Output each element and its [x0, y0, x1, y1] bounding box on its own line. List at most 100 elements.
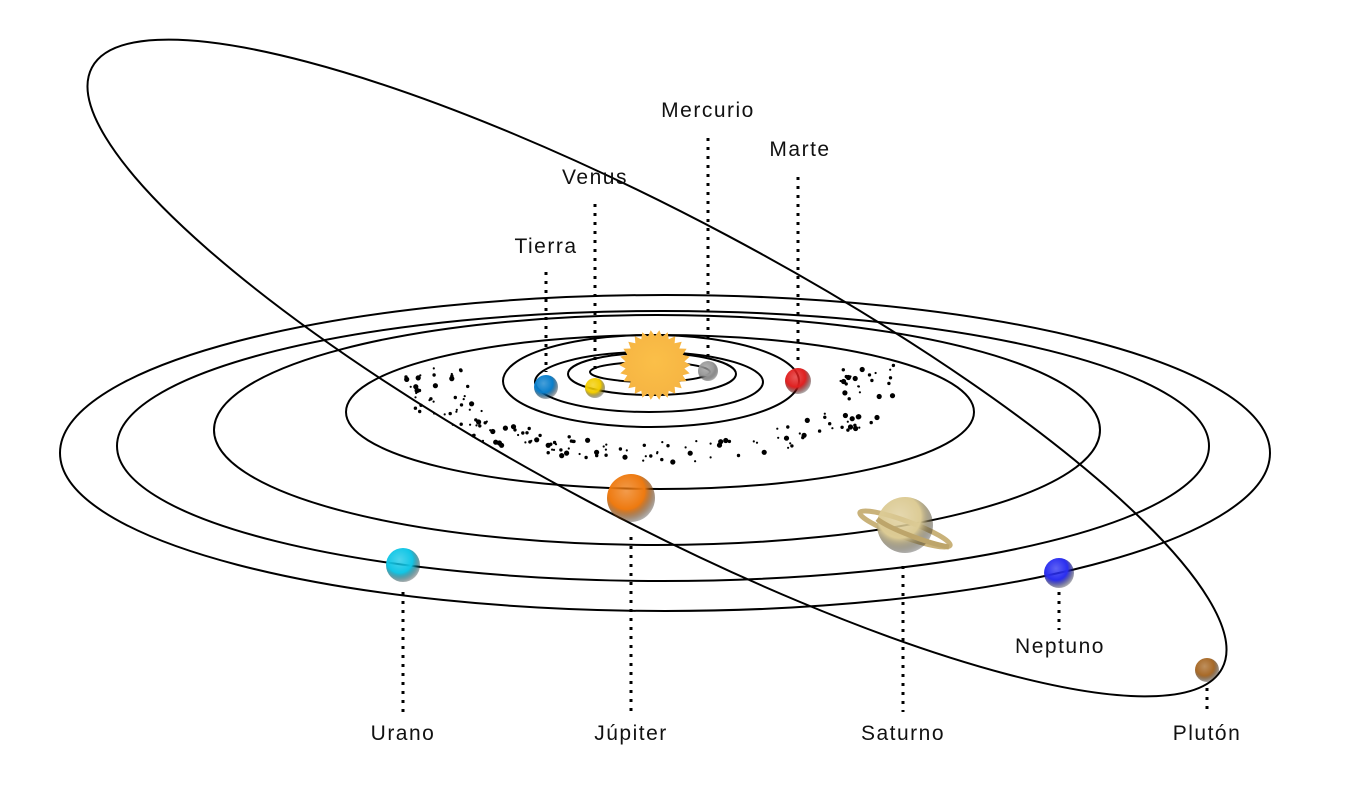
urano-body: [386, 548, 420, 582]
asteroid: [502, 425, 508, 431]
asteroid: [605, 443, 608, 446]
asteroid: [736, 453, 741, 458]
asteroid: [525, 431, 529, 435]
asteroid: [469, 401, 475, 407]
asteroid: [876, 393, 882, 400]
asteroid: [419, 374, 422, 377]
asteroid: [462, 398, 465, 401]
sun: [619, 330, 691, 400]
asteroid: [755, 441, 759, 444]
asteroid: [888, 376, 893, 380]
mercurio-body: [698, 361, 718, 381]
label-mercurio: Mercurio: [661, 99, 755, 122]
planet-saturno: [857, 497, 953, 553]
asteroid: [567, 447, 570, 450]
asteroid: [709, 456, 712, 459]
orbit-8: [59, 294, 1271, 612]
asteroid: [842, 390, 848, 396]
asteroid: [469, 423, 472, 426]
asteroid: [857, 385, 860, 388]
asteroid: [569, 439, 574, 443]
asteroid: [709, 442, 712, 445]
label-tierra: Tierra: [514, 235, 578, 258]
asteroid: [559, 448, 563, 452]
asteroid: [510, 424, 517, 430]
asteroid: [499, 442, 505, 448]
planet-pluton: [1195, 658, 1219, 682]
asteroid: [413, 406, 418, 410]
asteroid: [846, 428, 850, 432]
asteroid: [524, 441, 527, 444]
orbit-6: [213, 314, 1101, 546]
asteroid: [804, 417, 810, 423]
planet-tierra: [534, 375, 558, 399]
asteroid: [584, 455, 588, 460]
asteroid: [752, 440, 755, 443]
asteroid: [867, 373, 872, 377]
asteroid: [450, 372, 453, 376]
asteroid: [847, 424, 854, 430]
asteroid: [549, 442, 553, 446]
asteroid: [840, 425, 844, 429]
asteroid: [847, 397, 851, 401]
asteroid: [480, 409, 483, 413]
asteroid: [625, 449, 628, 452]
asteroid: [618, 447, 623, 451]
planet-urano: [386, 548, 420, 582]
asteroid: [468, 408, 471, 411]
asteroid: [534, 437, 540, 443]
asteroid: [552, 448, 556, 451]
asteroid: [798, 432, 801, 435]
label-jupiter: Júpiter: [594, 722, 668, 745]
asteroid: [622, 454, 628, 460]
asteroid: [517, 433, 520, 437]
asteroid: [546, 451, 550, 455]
tierra-body: [534, 375, 558, 399]
asteroid: [761, 449, 767, 455]
asteroid: [839, 379, 842, 383]
asteroid: [604, 453, 608, 457]
asteroid: [787, 446, 790, 449]
asteroid: [684, 446, 687, 449]
asteroid: [455, 410, 458, 413]
asteroid: [644, 455, 647, 458]
asteroid: [450, 374, 454, 378]
asteroid: [817, 429, 822, 433]
asteroid: [474, 418, 478, 422]
asteroid: [874, 414, 880, 421]
asteroid: [870, 378, 874, 383]
planet-neptuno: [1044, 558, 1074, 588]
neptuno-body: [1044, 558, 1074, 588]
asteroid: [567, 435, 571, 439]
pluton-body: [1195, 658, 1219, 682]
asteroid: [694, 460, 697, 463]
asteroid: [490, 428, 496, 435]
asteroid: [429, 397, 433, 401]
pluto-orbit: [86, 38, 1228, 698]
label-venus: Venus: [562, 166, 628, 189]
asteroid: [841, 368, 845, 372]
asteroid: [455, 408, 458, 411]
asteroid: [459, 403, 464, 407]
asteroid: [602, 445, 605, 448]
asteroid: [432, 373, 436, 377]
asteroid: [432, 400, 435, 403]
asteroid: [869, 420, 873, 425]
asteroid: [656, 451, 659, 454]
planet-marte: [785, 368, 811, 394]
asteroid: [409, 385, 412, 388]
asteroid: [887, 381, 891, 386]
asteroid: [789, 442, 792, 445]
asteroid: [858, 426, 861, 429]
asteroid: [841, 378, 847, 385]
asteroid: [578, 452, 581, 456]
asteroid: [463, 395, 466, 398]
asteroid: [858, 391, 862, 394]
asteroid: [777, 436, 780, 439]
asteroid: [852, 375, 858, 382]
asteroid: [874, 371, 877, 375]
asteroid: [849, 416, 855, 422]
asteroid: [849, 375, 852, 378]
asteroid: [776, 427, 779, 430]
